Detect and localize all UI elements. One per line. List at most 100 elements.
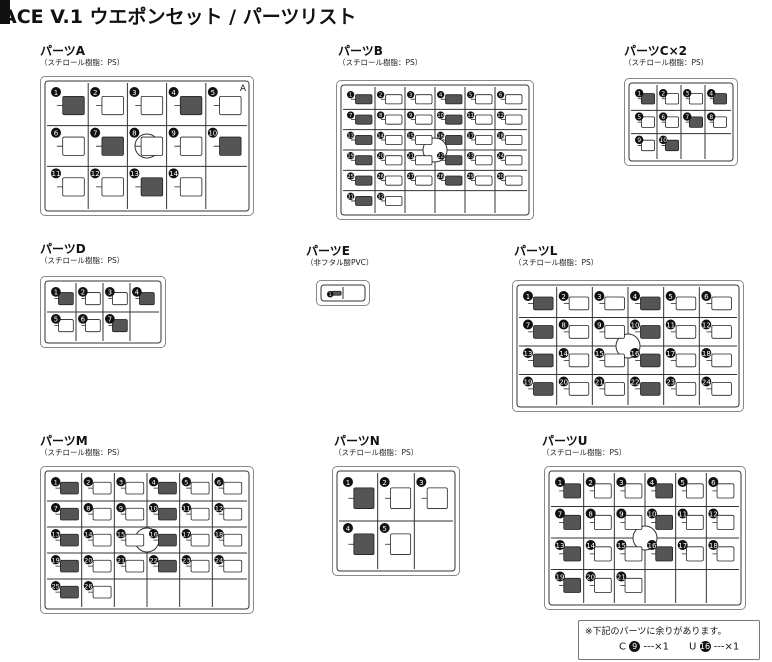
piece-number: 10	[631, 321, 640, 329]
piece-number: 2	[588, 479, 592, 487]
sprue-piece: 1	[51, 477, 79, 495]
sprue-piece: 6	[708, 477, 735, 499]
sprue-piece: 17	[665, 348, 697, 368]
piece-number: 4	[346, 525, 351, 533]
piece-number: 2	[93, 89, 97, 97]
piece-number: 7	[558, 510, 562, 518]
piece-number: 12	[702, 321, 711, 329]
sprue-piece: 9	[168, 127, 203, 156]
sprue-piece: 9	[407, 111, 433, 125]
label-part-u: パーツU （スチロール樹脂：PS）	[542, 434, 626, 458]
sprue-piece: 27	[407, 172, 433, 186]
sprue-piece: 21	[616, 571, 643, 593]
sprue-piece: 31	[347, 192, 373, 206]
sprue-piece: 3	[416, 477, 448, 509]
piece-number: 12	[215, 504, 223, 512]
piece-number: 16	[631, 350, 640, 358]
sprue-drawing: 1	[320, 284, 366, 302]
piece-number: 16	[648, 542, 657, 550]
sprue-piece: 18	[708, 540, 735, 562]
label-part-l: パーツL （スチロール樹脂：PS）	[514, 244, 598, 268]
part-c-name: パーツC×2	[624, 44, 687, 58]
sprue-piece: 6	[701, 291, 732, 311]
sprue-piece: 2	[78, 287, 101, 306]
piece-number: 14	[169, 170, 178, 178]
sprue-piece: 25	[347, 172, 373, 186]
sprue-piece: 1	[523, 291, 554, 311]
sprue-piece: 11	[181, 503, 210, 521]
piece-number: 14	[84, 530, 92, 538]
sprue-piece: 22	[630, 376, 661, 396]
part-u-name: パーツU	[542, 434, 588, 448]
sprue-piece: 13	[555, 540, 582, 562]
piece-number: 18	[215, 530, 223, 538]
piece-number: 5	[469, 93, 472, 99]
sprue-piece: 14	[377, 131, 403, 145]
piece-number: 7	[54, 504, 58, 512]
note-item-1-count: ---×1	[643, 641, 669, 653]
piece-number: 17	[182, 530, 190, 538]
piece-number: 27	[407, 174, 414, 180]
sprue-piece: 20	[83, 555, 112, 573]
piece-number: 1	[54, 89, 58, 97]
piece-number: 1	[346, 479, 350, 487]
piece-number: 8	[561, 321, 565, 329]
sprue-piece: 3	[129, 87, 164, 116]
piece-number: 3	[619, 479, 623, 487]
piece-number: 8	[709, 115, 713, 121]
piece-number: 26	[377, 174, 384, 180]
piece-number: 7	[108, 316, 112, 324]
sprue-piece: 10	[207, 127, 242, 156]
sprue-piece: 4	[132, 287, 155, 306]
sprue-piece: 15	[594, 348, 625, 368]
piece-number: 9	[597, 321, 601, 329]
sprue-piece: 16	[647, 540, 673, 562]
piece-number: 13	[52, 530, 60, 538]
piece-number: 7	[93, 129, 97, 137]
piece-number: 12	[91, 170, 100, 178]
piece-number: 5	[680, 479, 684, 487]
part-l-material: （スチロール樹脂：PS）	[514, 258, 599, 267]
sprue-piece: 18	[497, 131, 523, 145]
piece-number: 14	[559, 350, 568, 358]
sprue-piece: 1	[327, 290, 342, 298]
piece-number: 8	[132, 129, 136, 137]
sprue-piece: 13	[523, 348, 554, 368]
sprue-piece: 11	[51, 168, 85, 197]
piece-number: 21	[595, 378, 604, 386]
piece-number: 2	[661, 92, 665, 98]
piece-number: 1	[329, 292, 332, 298]
sprue-piece: 15	[616, 540, 643, 562]
piece-number: 4	[709, 92, 713, 98]
sprue-piece: 7	[683, 112, 704, 128]
sprue-piece: 12	[497, 111, 523, 125]
sprue-piece: 2	[83, 477, 112, 495]
sprue-piece: 1	[51, 287, 74, 306]
piece-number: 3	[597, 293, 601, 301]
piece-number: 5	[637, 115, 641, 121]
sprue-piece: 17	[677, 540, 704, 562]
note-item-1-letter: C	[619, 641, 626, 653]
sprue-piece: 7	[523, 319, 554, 339]
sprue-piece: 2	[90, 87, 124, 116]
sprue-piece: 13	[51, 529, 79, 547]
piece-number: 23	[182, 556, 190, 564]
sprue-piece: 2	[659, 89, 680, 105]
piece-number: 31	[347, 194, 354, 200]
part-n-name: パーツN	[334, 434, 380, 448]
label-part-a: パーツA （スチロール樹脂：PS）	[40, 44, 124, 68]
sprue-piece: 1	[347, 91, 373, 105]
piece-number: 11	[666, 321, 675, 329]
sprue-piece: 1	[555, 477, 582, 499]
piece-number: 4	[135, 289, 139, 297]
piece-number: 10	[659, 138, 667, 144]
sprue-piece: 10	[659, 135, 680, 152]
label-part-c: パーツC×2 （スチロール樹脂：PS）	[624, 44, 708, 68]
